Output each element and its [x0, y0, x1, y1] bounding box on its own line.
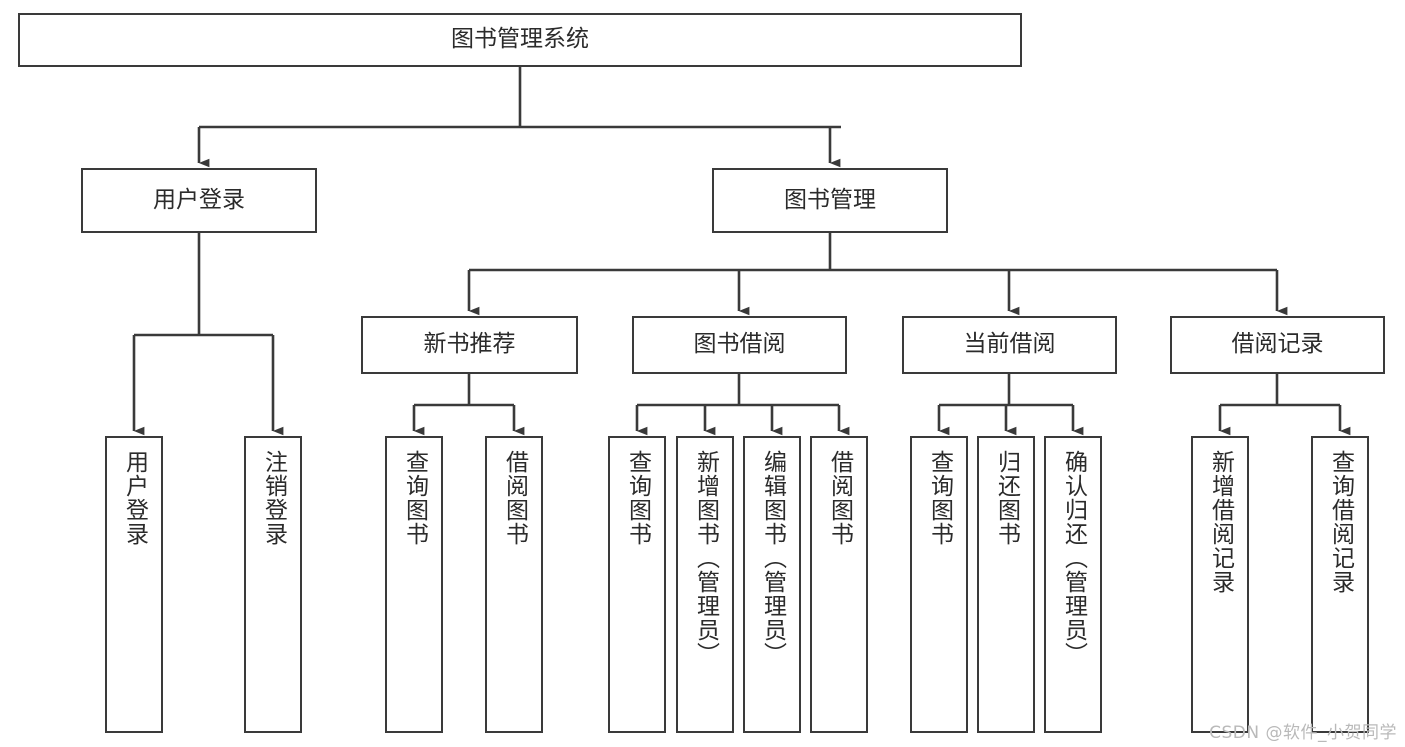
node-leaf-query-book-nb[interactable]: 查询图书: [385, 436, 443, 733]
node-root-book-management-system[interactable]: 图书管理系统: [18, 13, 1022, 67]
node-book-management[interactable]: 图书管理: [712, 168, 948, 233]
node-leaf-add-borrow-record[interactable]: 新增借阅记录: [1191, 436, 1249, 733]
node-label: 查询借阅记录: [1327, 450, 1354, 594]
node-leaf-add-book-admin[interactable]: 新增图书（管理员）: [676, 436, 734, 733]
node-leaf-logout[interactable]: 注销登录: [244, 436, 302, 733]
node-label: 借阅图书: [501, 450, 528, 546]
node-label: 当前借阅: [963, 331, 1056, 358]
node-label: 用户登录: [153, 186, 245, 213]
node-leaf-user-login[interactable]: 用户登录: [105, 436, 163, 733]
node-label: 借阅记录: [1231, 331, 1324, 358]
node-user-login[interactable]: 用户登录: [81, 168, 317, 233]
node-label: 确认归还（管理员）: [1060, 450, 1087, 666]
node-book-borrow[interactable]: 图书借阅: [632, 316, 847, 374]
node-label: 查询图书: [624, 450, 651, 546]
node-new-book-recommend[interactable]: 新书推荐: [361, 316, 578, 374]
node-leaf-query-borrow-record[interactable]: 查询借阅记录: [1311, 436, 1369, 733]
node-label: 新增图书（管理员）: [692, 450, 719, 666]
node-label: 用户登录: [121, 450, 148, 546]
node-leaf-edit-book-admin[interactable]: 编辑图书（管理员）: [743, 436, 801, 733]
node-label: 图书管理系统: [451, 26, 589, 53]
node-leaf-query-book-cb[interactable]: 查询图书: [910, 436, 968, 733]
node-label: 图书管理: [784, 186, 876, 213]
node-label: 查询图书: [401, 450, 428, 546]
node-leaf-borrow-book-bb[interactable]: 借阅图书: [810, 436, 868, 733]
node-label: 借阅图书: [826, 450, 853, 546]
node-label: 新书推荐: [423, 331, 516, 358]
node-leaf-confirm-return-admin[interactable]: 确认归还（管理员）: [1044, 436, 1102, 733]
node-label: 注销登录: [260, 450, 287, 546]
node-borrow-record[interactable]: 借阅记录: [1170, 316, 1385, 374]
node-label: 查询图书: [926, 450, 953, 546]
node-label: 编辑图书（管理员）: [759, 450, 786, 666]
node-leaf-return-book[interactable]: 归还图书: [977, 436, 1035, 733]
node-current-borrow[interactable]: 当前借阅: [902, 316, 1117, 374]
node-leaf-borrow-book-nb[interactable]: 借阅图书: [485, 436, 543, 733]
node-label: 归还图书: [993, 450, 1020, 546]
node-label: 图书借阅: [693, 331, 786, 358]
node-label: 新增借阅记录: [1207, 450, 1234, 594]
node-leaf-query-book-bb[interactable]: 查询图书: [608, 436, 666, 733]
